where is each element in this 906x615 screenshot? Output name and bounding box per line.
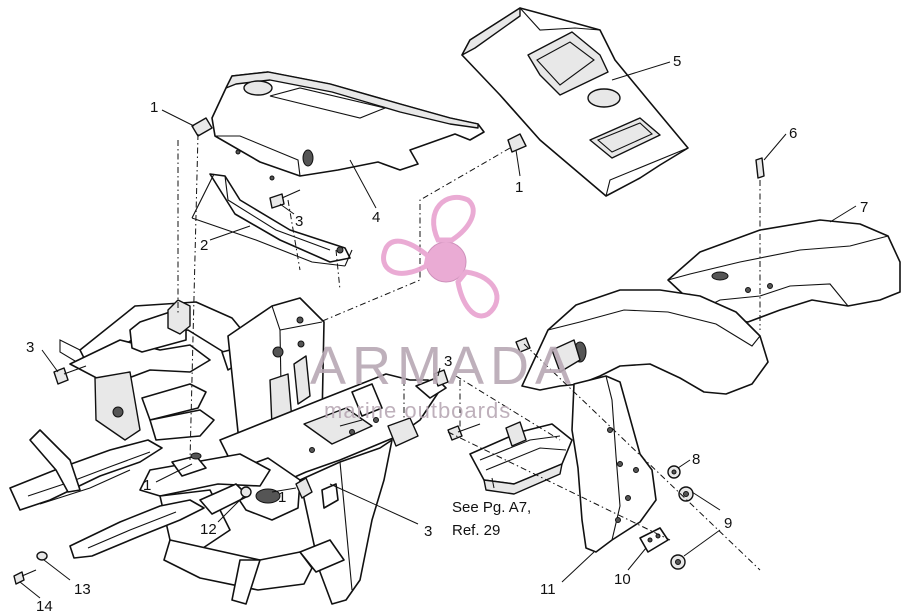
callout-5: 5 xyxy=(673,53,681,70)
part-4-front-cover xyxy=(211,71,485,181)
leader-lines xyxy=(19,61,857,599)
callout-11: 11 xyxy=(540,581,556,598)
fasteners xyxy=(13,117,765,585)
callout-4: 4 xyxy=(372,209,380,226)
watermark-tagline: marine outboards xyxy=(324,398,511,423)
reference-note: See Pg. A7, Ref. 29 xyxy=(452,499,531,539)
part-2-guard xyxy=(191,173,353,267)
propeller-logo-icon xyxy=(381,194,500,319)
callout-10: 10 xyxy=(614,571,631,588)
reference-note-line-1: See Pg. A7, xyxy=(452,499,531,516)
callout-1-c: 1 xyxy=(143,477,151,494)
callout-3-d: 3 xyxy=(424,523,432,540)
callout-12: 12 xyxy=(200,521,217,538)
part-11-mudflap xyxy=(571,375,657,553)
callout-14: 14 xyxy=(36,598,53,615)
callout-13: 13 xyxy=(74,581,91,598)
callout-1-d: 1 xyxy=(278,489,286,506)
callout-3-a: 3 xyxy=(295,213,303,230)
callout-6: 6 xyxy=(789,125,797,142)
watermark-brand: ARMADA xyxy=(310,336,577,396)
reference-note-line-2: Ref. 29 xyxy=(452,522,500,539)
callout-labels: 1 1 1 1 2 3 3 3 3 4 5 6 7 8 9 10 11 12 1… xyxy=(26,53,868,615)
callout-3-b: 3 xyxy=(26,339,34,356)
frame-chassis xyxy=(9,297,447,605)
footplate-ref-a7 xyxy=(469,421,573,495)
callout-7: 7 xyxy=(860,199,868,216)
callout-8: 8 xyxy=(692,451,700,468)
callout-3-c: 3 xyxy=(444,353,452,370)
part-10-bracket xyxy=(639,527,669,553)
callout-1-b: 1 xyxy=(515,179,523,196)
armada-watermark: ARMADA marine outboards xyxy=(310,194,577,423)
callout-9: 9 xyxy=(724,515,732,532)
part-5-rear-console xyxy=(461,7,689,197)
assembly-lines xyxy=(177,133,761,571)
callout-1-a: 1 xyxy=(150,99,158,116)
callout-2: 2 xyxy=(200,237,208,254)
front-fender xyxy=(521,289,769,395)
